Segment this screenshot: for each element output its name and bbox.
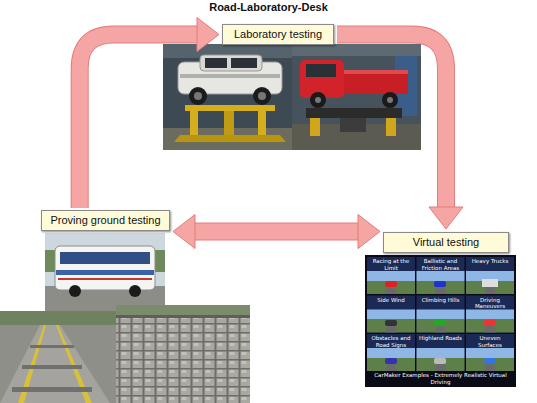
arrow-outline [194,223,359,241]
label-box: Laboratory testing [222,24,334,45]
screen-title: Side Wind [368,297,414,304]
cobblestone-track-photo [116,305,250,403]
arrow-head [429,207,463,229]
screen-title: Heavy Trucks [467,258,513,265]
screen-title: Obstacles and Road Signs [368,335,414,348]
box-text: Virtual testing [391,236,501,249]
lab-photo [292,44,421,150]
test-track-photo [0,311,116,403]
screen-title: Uneven Surfaces [467,335,513,348]
flow-arrow [337,35,463,230]
screen-caption: CarMaker Examples - Extremely Realistic … [367,372,514,385]
arrow-head [358,215,380,249]
box-text: Proving ground testing [49,214,162,227]
flow-arrow [173,215,380,249]
arrow-outline [337,35,446,209]
arrow-body [80,35,198,209]
arrow-head [173,215,195,249]
arrow-body [194,224,359,240]
arrow-head [197,18,219,52]
screen-title: Driving Maneuvers [467,297,513,310]
screen-title: Ballistic and Friction Areas [418,258,464,271]
bus-photo [45,233,165,311]
label-box: Virtual testing [383,232,509,253]
screen-title: Racing at the Limit [368,258,414,271]
lab-photo [163,44,292,150]
diagram-title: Road-Laboratory-Desk [0,1,537,14]
virtual-screens [365,255,516,387]
arrow-outline [80,35,198,209]
screen-title: Climbing Hills [418,297,464,304]
label-box: Proving ground testing [41,210,170,231]
screen-title: Highland Roads [418,335,464,342]
arrow-body [337,35,446,209]
flow-arrow [80,18,219,209]
box-text: Laboratory testing [230,28,326,41]
